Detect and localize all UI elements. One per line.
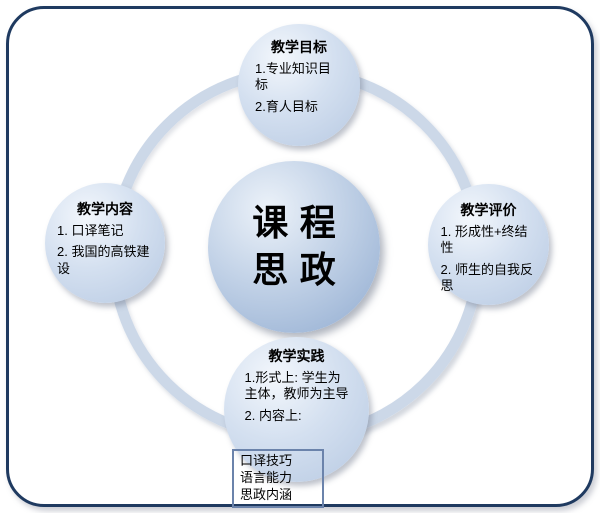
node-teaching-content: 教学内容 1. 口译笔记 2. 我国的高铁建设 [45,183,165,303]
node-teaching-practice-title: 教学实践 [268,348,325,364]
node-item: 1.专业知识目标 [255,61,331,93]
node-item: 1. 口译笔记 [57,223,124,238]
box-line: 语言能力 [240,469,293,485]
practice-content-box: 口译技巧 语言能力 思政内涵 [232,449,324,508]
node-teaching-objectives-items: 1.专业知识目标 2.育人目标 [255,61,343,115]
box-line: 思政内涵 [240,486,293,502]
node-teaching-practice-items: 1.形式上: 学生为主体，教师为主导 2. 内容上: [245,370,349,424]
node-teaching-content-items: 1. 口译笔记 2. 我国的高铁建设 [57,223,153,277]
node-teaching-objectives-title: 教学目标 [271,39,327,55]
node-item: 2. 师生的自我反思 [440,261,533,293]
node-item: 2.育人目标 [255,98,318,114]
node-item: 1.形式上: 学生为主体，教师为主导 [244,370,349,402]
node-item: 2. 我国的高铁建设 [57,244,150,276]
box-line: 口译技巧 [240,453,293,468]
node-teaching-objectives: 教学目标 1.专业知识目标 2.育人目标 [238,24,360,146]
node-item: 2. 内容上: [244,407,302,423]
center-topic-circle: 课程 思政 [208,161,380,333]
outer-frame [6,6,594,507]
node-item: 1. 形成性+终结性 [440,224,528,256]
node-teaching-evaluation-items: 1. 形成性+终结性 2. 师生的自我反思 [441,224,537,294]
center-topic-line1: 课程 [252,202,348,245]
center-topic-line2: 思政 [252,249,348,291]
node-teaching-practice: 教学实践 1.形式上: 学生为主体，教师为主导 2. 内容上: [224,337,369,482]
node-teaching-evaluation: 教学评价 1. 形成性+终结性 2. 师生的自我反思 [428,184,549,305]
node-teaching-evaluation-title: 教学评价 [460,202,517,218]
node-teaching-content-title: 教学内容 [77,201,133,217]
